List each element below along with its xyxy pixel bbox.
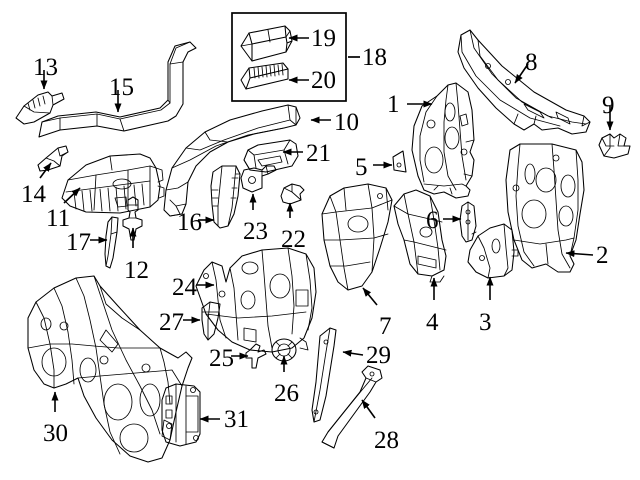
callout-label-30[interactable]: 30 — [43, 420, 68, 447]
part-2-dash-panel-right — [505, 143, 585, 273]
callout-arrow-8 — [514, 63, 529, 84]
callout-label-10[interactable]: 10 — [334, 109, 359, 136]
part-1-dash-panel-left — [411, 82, 475, 199]
callout-arrow-11 — [63, 187, 81, 204]
callout-label-8[interactable]: 8 — [525, 49, 538, 76]
callout-label-4[interactable]: 4 — [426, 309, 439, 336]
callout-label-6[interactable]: 6 — [426, 207, 439, 234]
callout-label-29[interactable]: 29 — [366, 342, 391, 369]
callout-label-28[interactable]: 28 — [374, 427, 399, 454]
callout-label-22[interactable]: 22 — [281, 226, 306, 253]
part-17-rod — [104, 216, 119, 269]
part-22-clip — [280, 183, 305, 205]
part-23-hinge-bracket — [240, 165, 277, 193]
callout-arrow-7 — [362, 287, 378, 306]
part-12-fastener — [122, 196, 143, 241]
callout-label-14[interactable]: 14 — [21, 181, 46, 208]
part-27-plug — [201, 301, 221, 341]
callout-label-5[interactable]: 5 — [355, 154, 368, 181]
part-28-diagonal-strut — [321, 365, 383, 449]
callout-label-3[interactable]: 3 — [479, 309, 492, 336]
callout-label-27[interactable]: 27 — [159, 309, 184, 336]
part-20-filter-element — [240, 62, 289, 90]
part-5-wedge-bracket — [392, 150, 407, 173]
callout-label-1[interactable]: 1 — [387, 91, 400, 118]
callout-label-7[interactable]: 7 — [379, 313, 392, 340]
part-14-clip-bracket — [37, 145, 69, 172]
part-3-side-panel — [467, 223, 519, 279]
callout-label-23[interactable]: 23 — [243, 218, 268, 245]
part-13-bracket — [15, 91, 65, 125]
callout-label-19[interactable]: 19 — [311, 25, 336, 52]
callout-label-11[interactable]: 11 — [46, 205, 71, 232]
part-10-upper-cowl — [163, 104, 301, 217]
inset-box-18 — [231, 12, 347, 102]
part-19-filter-housing — [240, 25, 293, 62]
callout-label-17[interactable]: 17 — [66, 229, 91, 256]
callout-label-12[interactable]: 12 — [124, 257, 149, 284]
part-7-side-member — [321, 183, 393, 291]
part-24-wheelhouse-panel — [195, 247, 317, 353]
callout-label-31[interactable]: 31 — [224, 406, 249, 433]
callout-label-25[interactable]: 25 — [209, 345, 234, 372]
callout-leader-lines — [39, 34, 614, 423]
part-6-narrow-brace — [459, 201, 477, 243]
part-15-cowl-rail — [38, 41, 197, 138]
callout-arrow-28 — [361, 399, 376, 419]
callout-label-2[interactable]: 2 — [596, 242, 609, 269]
callout-label-21[interactable]: 21 — [306, 140, 331, 167]
part-25-screw-clip — [245, 343, 267, 369]
callout-arrow-2 — [565, 250, 594, 258]
callout-label-16[interactable]: 16 — [177, 209, 202, 236]
callout-arrow-14 — [39, 162, 52, 179]
callout-label-20[interactable]: 20 — [311, 67, 336, 94]
part-21-cover-plate — [243, 139, 299, 173]
callout-label-18[interactable]: 18 — [362, 44, 387, 71]
part-16-reinforcement — [210, 165, 241, 229]
callout-label-26[interactable]: 26 — [274, 380, 299, 407]
part-31-pedal-bracket — [161, 383, 201, 447]
part-11-air-plenum — [61, 153, 165, 214]
part-8-crossmember — [457, 29, 591, 135]
part-29-long-brace — [311, 327, 337, 423]
part-9-bracket-right — [598, 133, 631, 159]
callout-label-9[interactable]: 9 — [602, 92, 615, 119]
callout-label-24[interactable]: 24 — [172, 274, 197, 301]
callout-arrow-29 — [342, 349, 364, 357]
callout-label-13[interactable]: 13 — [33, 54, 58, 81]
callout-label-15[interactable]: 15 — [109, 74, 134, 101]
part-4-front-rail — [393, 189, 447, 283]
